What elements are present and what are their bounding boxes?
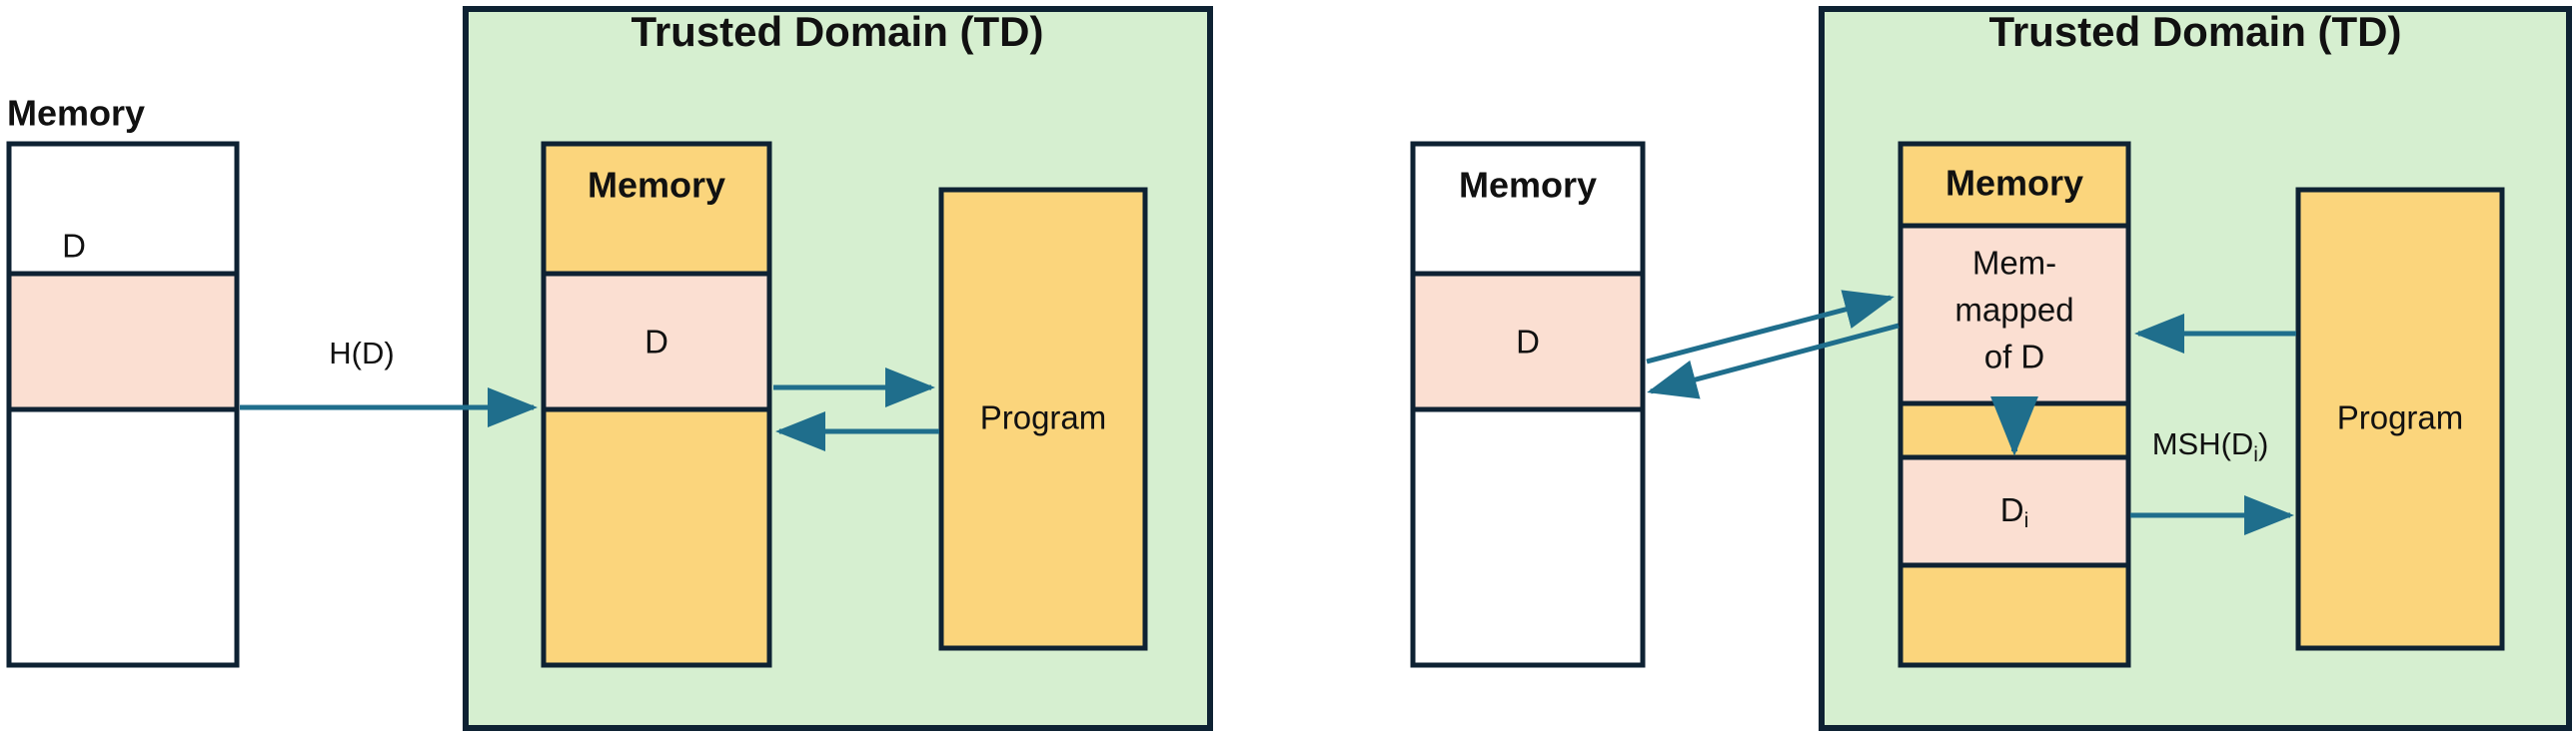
td-memory-memmapped-line2-right: mapped [1954,292,2073,329]
program-rect-left [938,187,1148,651]
td-memory-row-bottom-left [541,406,772,668]
outer-memory-row-d-right [1410,271,1646,412]
di-base: D [2000,491,2024,528]
program-label-right: Program [2337,399,2464,436]
outer-memory-row-top-left [6,141,240,277]
outer-memory-d-label-left: D [62,228,86,265]
program-box-right: Program [2295,187,2505,651]
outer-memory-title-left: Memory [7,93,145,134]
td-memory-header-left [541,141,772,277]
outer-memory-row-bottom-left [6,406,240,668]
program-box-left: Program [938,187,1148,651]
td-memory-title-right: Memory [1945,163,2083,204]
outer-memory-d-label-right: D [1516,324,1540,361]
program-label-left: Program [980,399,1107,436]
edge-outer-to-memmapped-right [1646,290,1895,365]
outer-memory-row-top-right [1410,141,1646,277]
td-memory-d-label-left: D [644,324,668,361]
td-memory-di-label-right: Di [2000,491,2029,532]
td-memory-memmapped-line3-right: of D [1984,339,2045,375]
outer-memory-box-left: Memory D [6,93,240,668]
program-rect-right [2295,187,2505,651]
edge-msh-label-right: MSH(Di) [2152,426,2269,465]
outer-memory-row-d-left [6,271,240,412]
outer-memory-title-right: Memory [1459,165,1597,206]
msh-subscript: i [2253,443,2258,466]
td-memory-memmapped-line1-right: Mem- [1972,245,2056,282]
outer-memory-row-bottom-right [1410,406,1646,668]
outer-memory-box-right: Memory D [1410,141,1646,668]
di-subscript: i [2024,509,2029,532]
edge-hd-label-left: H(D) [329,336,394,370]
edge-hd-left: H(D) [240,336,539,427]
td-memory-box-left: Memory D [541,141,772,668]
edge-msh-right: MSH(Di) [2130,426,2295,535]
msh-base: MSH(D [2152,426,2254,461]
trusted-domain-title-left: Trusted Domain (TD) [631,8,1043,55]
td-memory-header-right [1898,141,2131,229]
trusted-domain-title-right: Trusted Domain (TD) [1988,8,2401,55]
td-memory-row-d-left [541,271,772,412]
edge-memmapped-to-outer-right [1647,323,1900,399]
td-memory-title-left: Memory [588,165,725,206]
td-memory-memmapped-right [1898,223,2131,406]
td-memory-bottom-right [1898,562,2131,668]
msh-tail: ) [2258,426,2268,461]
